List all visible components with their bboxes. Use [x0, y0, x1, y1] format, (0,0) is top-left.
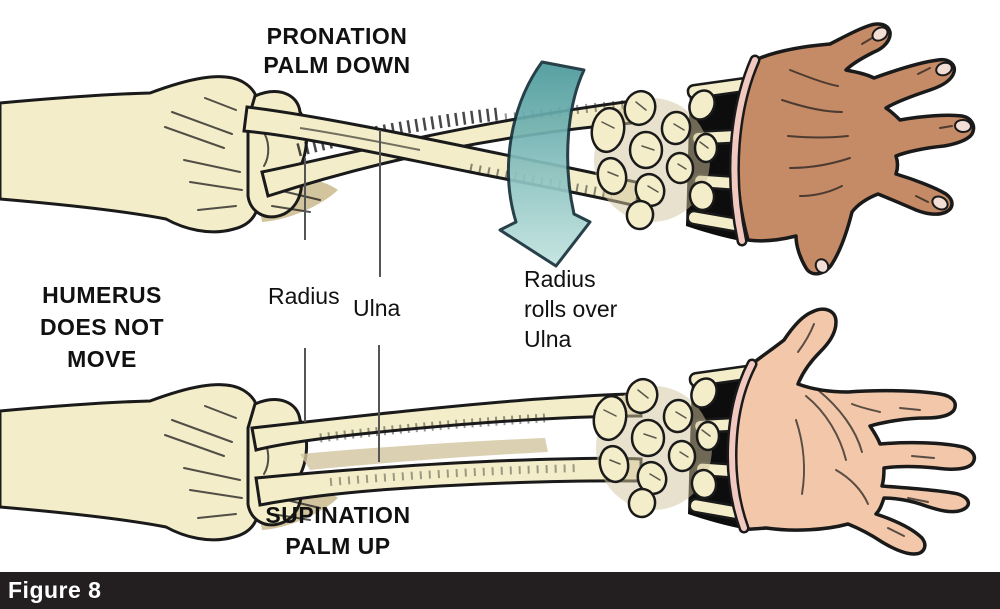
rotation-arrow-icon — [498, 60, 592, 268]
humerus-note-label: HUMERUS DOES NOT MOVE — [39, 282, 165, 372]
ulna-label: Ulna — [353, 295, 401, 321]
radius-label: Radius — [268, 283, 340, 309]
radius-bone-supinated — [250, 392, 643, 452]
supination-arm — [0, 307, 977, 556]
figure-caption: Figure 8 — [8, 577, 102, 603]
pronation-label: PRONATION PALM DOWN — [263, 23, 411, 78]
pronation-arm — [0, 22, 976, 276]
leader-lines — [304, 130, 381, 462]
pronated-hand — [728, 22, 976, 276]
radius-rolls-over-ulna-label: Radius rolls over Ulna — [524, 266, 618, 352]
figure-caption-bar: Figure 8 — [0, 572, 1000, 609]
supinated-hand — [726, 307, 977, 556]
supination-label: SUPINATION PALM UP — [265, 502, 411, 559]
